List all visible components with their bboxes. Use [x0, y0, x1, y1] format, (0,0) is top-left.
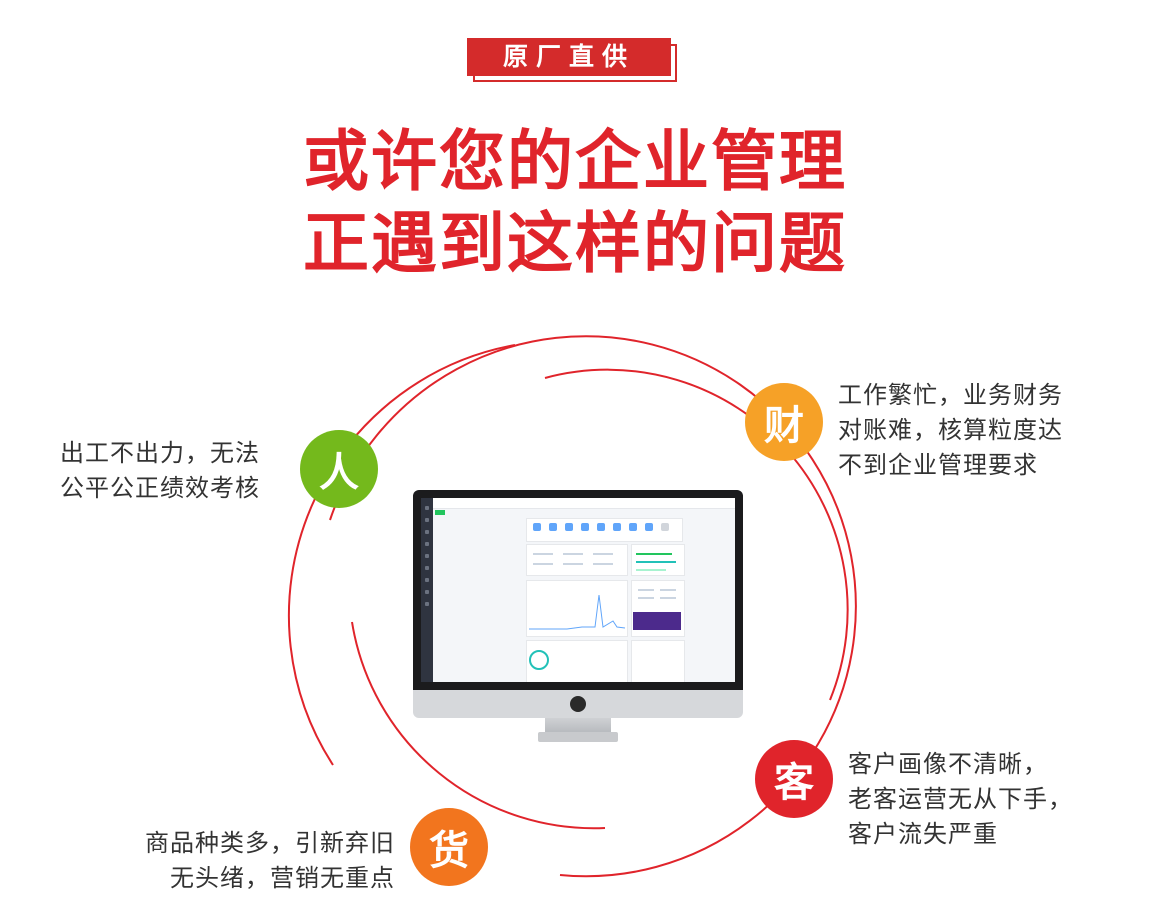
dashboard-trend-panel — [526, 580, 628, 637]
outer-ring-left — [287, 344, 516, 766]
customer-line-3: 客户流失严重 — [848, 820, 998, 848]
monitor-chin — [413, 690, 743, 718]
people-line-2: 公平公正绩效考核 — [60, 474, 260, 502]
dashboard-extra-panel — [631, 640, 685, 682]
people-issue-text: 出工不出力，无法 公平公正绩效考核 — [60, 436, 290, 506]
outer-ring-arc — [329, 335, 857, 878]
goods-issue-text: 商品种类多，引新弃旧 无头绪，营销无重点 — [110, 826, 395, 896]
goods-line-2: 无头绪，营销无重点 — [170, 864, 395, 892]
finance-issue-text: 工作繁忙，业务财务 对账难，核算粒度达 不到企业管理要求 — [838, 378, 1108, 483]
people-icon: 人 — [300, 430, 378, 508]
finance-icon: 财 — [745, 383, 823, 461]
dashboard-screenshot — [421, 498, 735, 682]
finance-line-3: 不到企业管理要求 — [838, 451, 1038, 479]
dashboard-tag — [435, 510, 445, 515]
goods-icon: 货 — [410, 808, 488, 886]
dashboard-promo-banner — [633, 612, 681, 630]
monitor-base — [538, 732, 618, 742]
customer-line-1: 客户画像不清晰， — [848, 750, 1048, 778]
dashboard-topbar — [433, 498, 735, 509]
dashboard-progress-panel — [631, 544, 685, 576]
monitor-stand — [545, 718, 611, 732]
inner-ring-arc-3 — [351, 621, 606, 830]
monitor-bezel — [413, 490, 743, 690]
dashboard-shortcut-panel — [526, 518, 683, 542]
people-line-1: 出工不出力，无法 — [60, 439, 260, 467]
source-badge: 原厂直供 — [467, 38, 679, 84]
finance-line-1: 工作繁忙，业务财务 — [838, 381, 1063, 409]
headline-line-2: 正遇到这样的问题 — [303, 205, 847, 282]
badge-label: 原厂直供 — [467, 38, 671, 76]
goods-line-1: 商品种类多，引新弃旧 — [145, 829, 395, 857]
headline-line-1: 或许您的企业管理 — [303, 123, 847, 200]
customer-line-2: 老客运营无从下手， — [848, 785, 1073, 813]
finance-line-2: 对账难，核算粒度达 — [838, 416, 1063, 444]
dashboard-sidebar — [421, 498, 433, 682]
customer-icon: 客 — [755, 740, 833, 818]
monitor-illustration — [413, 490, 743, 750]
monitor-logo-dot — [570, 696, 586, 712]
dashboard-ring-chart — [529, 650, 549, 670]
customer-issue-text: 客户画像不清晰， 老客运营无从下手， 客户流失严重 — [848, 747, 1118, 852]
dashboard-stats-panel — [526, 544, 628, 576]
